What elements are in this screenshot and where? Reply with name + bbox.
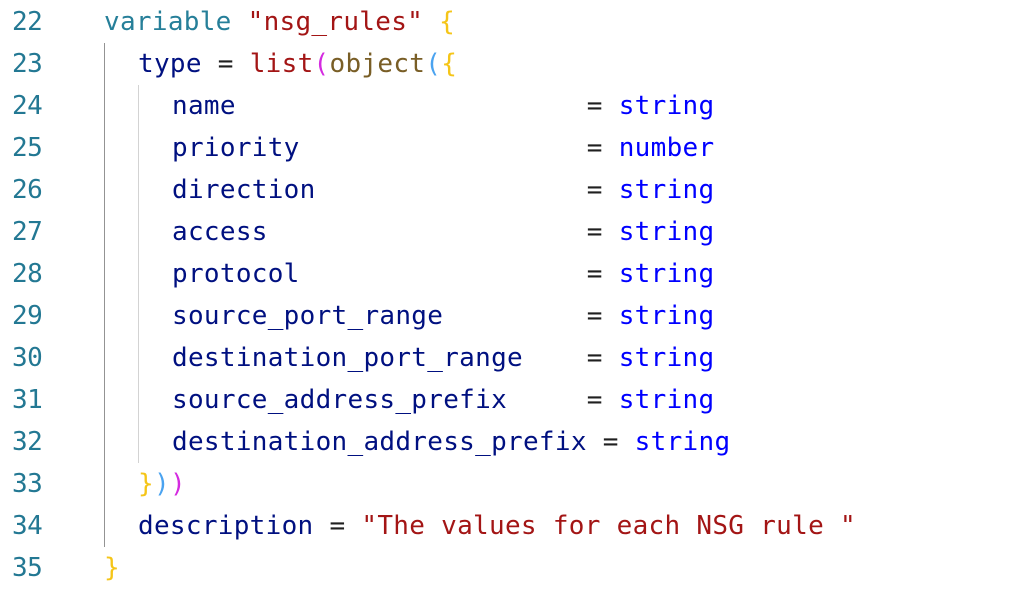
- code-token: string: [634, 427, 731, 457]
- code-token: object: [329, 49, 426, 79]
- line-number: 32: [12, 427, 43, 457]
- code-token: =: [586, 301, 619, 331]
- code-token: =: [586, 217, 619, 247]
- line-code: source_address_prefix = string: [172, 379, 714, 421]
- line-number: 33: [12, 469, 43, 499]
- code-token: direction: [172, 175, 587, 205]
- line-code: protocol = string: [172, 253, 714, 295]
- line-code: priority = number: [172, 127, 714, 169]
- code-line[interactable]: 28 protocol = string: [0, 253, 1024, 295]
- line-number: 25: [12, 133, 43, 163]
- code-token: }: [138, 469, 154, 499]
- code-token: [232, 7, 248, 37]
- code-token: string: [618, 91, 715, 121]
- line-code: destination_port_range = string: [172, 337, 714, 379]
- code-token: variable: [104, 7, 232, 37]
- code-token: {: [439, 7, 456, 37]
- code-token: string: [618, 343, 715, 373]
- code-token: name: [172, 91, 587, 121]
- code-token: type: [138, 49, 202, 79]
- code-line[interactable]: 30 destination_port_range = string: [0, 337, 1024, 379]
- code-token: ): [153, 469, 170, 499]
- line-code: description = "The values for each NSG r…: [138, 505, 856, 547]
- code-token: {: [441, 49, 458, 79]
- code-line[interactable]: 27 access = string: [0, 211, 1024, 253]
- code-token: string: [618, 175, 715, 205]
- code-token: string: [618, 217, 715, 247]
- code-token: (: [313, 49, 330, 79]
- line-number: 26: [12, 175, 43, 205]
- indent-guide: [138, 85, 139, 463]
- line-code: variable "nsg_rules" {: [104, 1, 455, 43]
- code-token: =: [313, 511, 362, 541]
- code-token: }: [104, 553, 120, 583]
- line-code: destination_address_prefix = string: [172, 421, 730, 463]
- code-token: number: [618, 133, 715, 163]
- indent-guide: [104, 43, 105, 547]
- code-token: =: [586, 343, 619, 373]
- line-number: 30: [12, 343, 43, 373]
- line-code: access = string: [172, 211, 714, 253]
- line-number: 29: [12, 301, 43, 331]
- code-token: "The values for each NSG rule ": [361, 511, 856, 541]
- line-number: 34: [12, 511, 43, 541]
- code-token: string: [618, 259, 715, 289]
- code-line[interactable]: 22 variable "nsg_rules" {: [0, 1, 1024, 43]
- code-token: destination_address_prefix: [172, 427, 587, 457]
- code-token: =: [201, 49, 250, 79]
- code-token: =: [586, 259, 619, 289]
- line-code: type = list(object({: [138, 43, 457, 85]
- line-number: 35: [12, 553, 43, 583]
- code-token: source_address_prefix: [172, 385, 587, 415]
- code-token: [423, 7, 439, 37]
- line-number: 22: [12, 7, 43, 37]
- code-token: =: [586, 175, 619, 205]
- code-token: ): [169, 469, 186, 499]
- line-code: })): [138, 463, 186, 505]
- line-code: }: [104, 547, 120, 589]
- code-token: protocol: [172, 259, 587, 289]
- code-line[interactable]: 32 destination_address_prefix = string: [0, 421, 1024, 463]
- code-token: destination_port_range: [172, 343, 587, 373]
- code-token: =: [586, 427, 635, 457]
- line-code: direction = string: [172, 169, 714, 211]
- code-token: =: [586, 385, 619, 415]
- code-token: "nsg_rules": [247, 7, 424, 37]
- line-number: 28: [12, 259, 43, 289]
- code-line[interactable]: 26 direction = string: [0, 169, 1024, 211]
- line-code: name = string: [172, 85, 714, 127]
- line-number: 27: [12, 217, 43, 247]
- line-number: 31: [12, 385, 43, 415]
- code-line[interactable]: 33})): [0, 463, 1024, 505]
- code-token: list: [249, 49, 314, 79]
- code-line[interactable]: 34 description = "The values for each NSG…: [0, 505, 1024, 547]
- code-token: priority: [172, 133, 587, 163]
- line-number: 23: [12, 49, 43, 79]
- code-token: =: [586, 91, 619, 121]
- code-line[interactable]: 29 source_port_range = string: [0, 295, 1024, 337]
- code-token: string: [618, 301, 715, 331]
- code-token: description: [138, 511, 314, 541]
- code-line[interactable]: 25 priority = number: [0, 127, 1024, 169]
- code-token: string: [618, 385, 715, 415]
- code-line[interactable]: 24 name = string: [0, 85, 1024, 127]
- code-line[interactable]: 35}: [0, 547, 1024, 589]
- code-token: access: [172, 217, 587, 247]
- line-code: source_port_range = string: [172, 295, 714, 337]
- code-token: =: [586, 133, 619, 163]
- code-line[interactable]: 31 source_address_prefix = string: [0, 379, 1024, 421]
- code-token: (: [425, 49, 442, 79]
- line-number: 24: [12, 91, 43, 121]
- code-token: source_port_range: [172, 301, 587, 331]
